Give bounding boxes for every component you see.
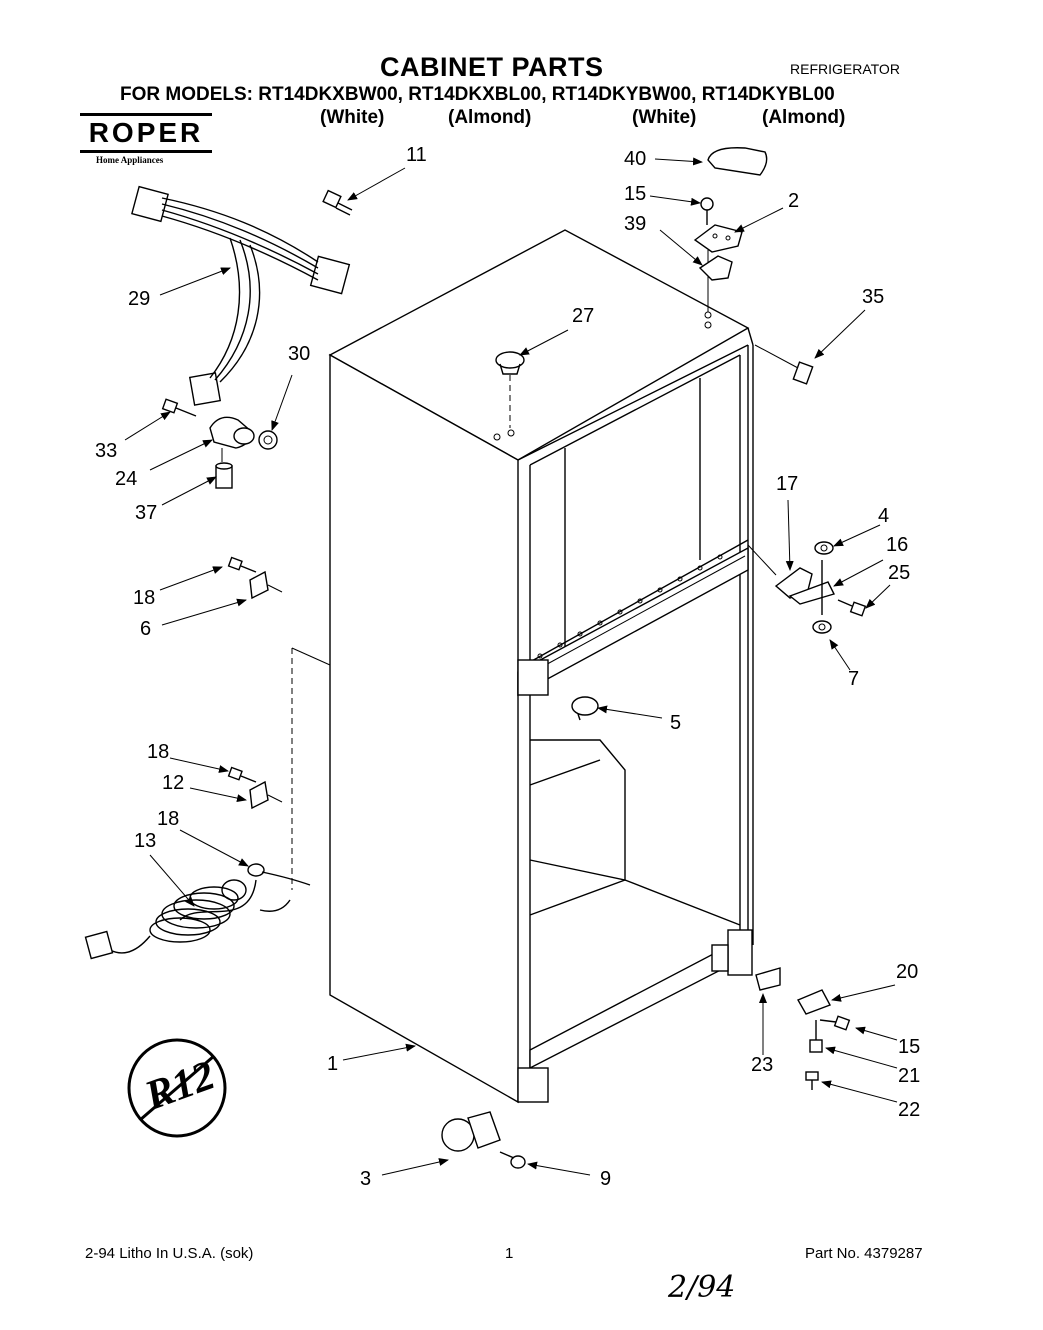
callout-17: 17: [776, 473, 799, 495]
callout-22: 22: [898, 1099, 921, 1121]
bottom-hinge-assembly: [711, 929, 851, 1090]
color-label: (Almond): [448, 107, 532, 128]
models-line: FOR MODELS: RT14DKXBW00, RT14DKXBL00, RT…: [120, 84, 835, 105]
callout-4: 4: [878, 505, 890, 527]
callout-2: 2: [788, 190, 800, 212]
r12-badge: [127, 1038, 227, 1138]
callout-16: 16: [886, 534, 909, 556]
callout-20: 20: [896, 961, 919, 983]
part-3-leveler: [441, 1111, 526, 1169]
footer-part-number: Part No. 4379287: [805, 1245, 923, 1262]
callout-29: 29: [128, 288, 151, 310]
color-label: (White): [320, 107, 385, 128]
callout-12: 12: [162, 772, 185, 794]
callout-18: 18: [157, 808, 180, 830]
brand-tagline: Home Appliances: [96, 155, 164, 165]
center-hinge-assembly: [747, 541, 867, 634]
callout-18: 18: [133, 587, 156, 609]
handwritten-note: 2/94: [668, 1270, 736, 1305]
part-11-screw: [322, 189, 353, 216]
appliance-label: REFRIGERATOR: [790, 61, 900, 77]
callout-11: 11: [406, 144, 427, 166]
part-13-power-cord: [84, 863, 311, 960]
cabinet: [328, 229, 754, 1104]
callout-40: 40: [624, 148, 647, 170]
callout-7: 7: [848, 668, 860, 690]
callout-15: 15: [898, 1036, 921, 1058]
brand-logo-text: ROPER: [88, 117, 204, 148]
callout-24: 24: [115, 468, 138, 490]
callout-21: 21: [898, 1065, 921, 1087]
callout-33: 33: [95, 440, 118, 462]
callout-30: 30: [288, 343, 311, 365]
color-label: (Almond): [762, 107, 846, 128]
callout-13: 13: [134, 830, 157, 852]
callout-27: 27: [572, 305, 595, 327]
callout-5: 5: [670, 712, 682, 734]
color-label: (White): [632, 107, 697, 128]
part-24-bracket: [161, 398, 278, 489]
callout-37: 37: [135, 502, 158, 524]
callout-3: 3: [360, 1168, 372, 1190]
footer-page-number: 1: [505, 1245, 514, 1262]
callout-23: 23: [751, 1054, 774, 1076]
part-29-wire-harness: [131, 185, 351, 406]
callout-9: 9: [600, 1168, 612, 1190]
callout-18: 18: [147, 741, 170, 763]
page-title: CABINET PARTS: [380, 52, 604, 82]
footer-print-info: 2-94 Litho In U.S.A. (sok): [85, 1245, 254, 1262]
callout-25: 25: [888, 562, 911, 584]
brand-logo: ROPER Home Appliances: [80, 113, 212, 165]
callout-39: 39: [624, 213, 647, 235]
callout-35: 35: [862, 286, 885, 308]
callout-6: 6: [140, 618, 152, 640]
callout-1: 1: [327, 1053, 339, 1075]
callout-15: 15: [624, 183, 647, 205]
